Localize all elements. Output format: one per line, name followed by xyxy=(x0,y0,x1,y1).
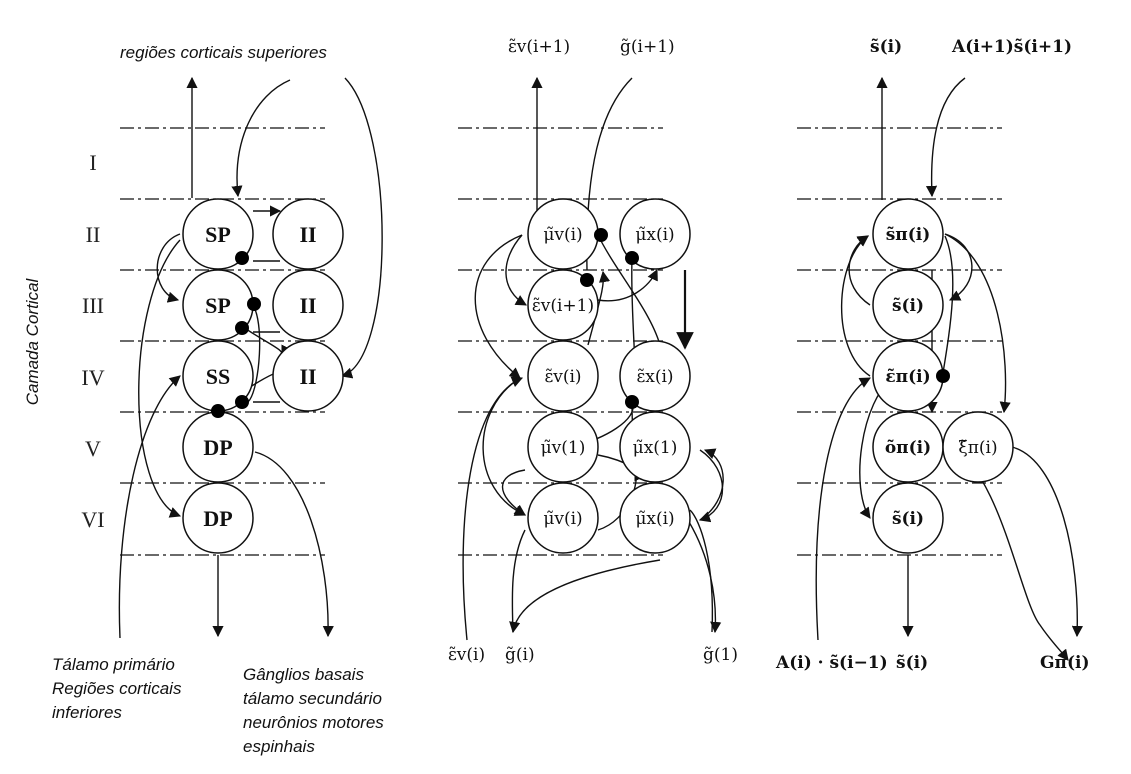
right-panel-nodes xyxy=(872,198,1014,554)
bottom-left-label-2: Regiões corticais xyxy=(52,679,182,698)
top-label-g-i1: g̃(i+1) xyxy=(620,37,675,57)
bottom-right-label-1: Gânglios basais xyxy=(243,665,364,684)
node-xi-pi: ξ̃π(i) xyxy=(958,438,997,458)
layer-label-5: V xyxy=(85,436,101,461)
node-s: s̃(i) xyxy=(892,296,924,316)
node-o-pi: õπ(i) xyxy=(885,438,931,458)
layer-label-3: III xyxy=(82,293,104,318)
middle-panel-inhibitory-dots xyxy=(580,228,639,409)
node-dp-layer6: DP xyxy=(203,506,232,531)
bottom-right-label-4: espinhais xyxy=(243,737,315,756)
node-ss-layer4: SS xyxy=(206,364,230,389)
bottom-label-g-pi: Gπ(i) xyxy=(1040,653,1090,673)
node-mu-v-i-bot: μ̃v(i) xyxy=(543,509,582,529)
right-panel-edges xyxy=(815,76,1083,661)
middle-panel-nodes xyxy=(527,198,691,554)
left-panel-nodes xyxy=(182,198,344,554)
layer-label-2: II xyxy=(86,222,101,247)
node-ii-layer4: II xyxy=(299,364,316,389)
bottom-left-label-3: inferiores xyxy=(52,703,122,722)
node-mu-x-i-bot: μ̃x(i) xyxy=(635,509,674,529)
layer-label-4: IV xyxy=(81,365,104,390)
layer-label-6: VI xyxy=(81,507,104,532)
layer-label-1: I xyxy=(89,150,96,175)
node-mu-v-i-top: μ̃v(i) xyxy=(543,225,582,245)
left-panel-edges xyxy=(118,76,383,639)
node-eps-pi: ε̃π(i) xyxy=(885,367,930,387)
node-s-bot: s̃(i) xyxy=(892,509,924,529)
top-label-s-i: s̃(i) xyxy=(870,37,902,57)
bottom-label-g-i: g̃(i) xyxy=(505,645,535,665)
node-eps-v-i: ε̃v(i) xyxy=(544,367,581,387)
bottom-right-label-2: tálamo secundário xyxy=(243,689,382,708)
left-panel-inhibitory-dots xyxy=(211,251,261,418)
top-label-eps-v-i1: ε̃v(i+1) xyxy=(508,37,570,57)
bottom-label-eps-v-i: ε̃v(i) xyxy=(448,645,485,665)
axis-label-cortical-layer: Camada Cortical xyxy=(23,277,42,405)
bottom-left-label-1: Tálamo primário xyxy=(52,655,175,674)
node-sp-layer2: SP xyxy=(205,222,231,247)
right-panel-inhibitory-dots xyxy=(936,369,950,383)
bottom-label-a-s-im1: A(i) · s̃(i−1) xyxy=(775,653,888,673)
node-ii-layer2: II xyxy=(299,222,316,247)
bottom-label-s-i: s̃(i) xyxy=(896,653,928,673)
top-label-higher-cortex: regiões corticais superiores xyxy=(120,43,327,62)
node-eps-v-i1: ε̃v(i+1) xyxy=(532,296,594,316)
node-s-pi: s̃π(i) xyxy=(886,225,931,245)
node-mu-x-1: μ̃x(1) xyxy=(633,438,678,458)
bottom-right-label-3: neurônios motores xyxy=(243,713,384,732)
top-label-a-s-i1: A(i+1)s̃(i+1) xyxy=(951,37,1072,57)
node-mu-x-i-top: μ̃x(i) xyxy=(635,225,674,245)
node-ii-layer3: II xyxy=(299,293,316,318)
node-eps-x-i: ε̃x(i) xyxy=(636,367,673,387)
bottom-label-g-1: g̃(1) xyxy=(703,645,738,665)
node-mu-v-1: μ̃v(1) xyxy=(541,438,586,458)
node-dp-layer5: DP xyxy=(203,435,232,460)
node-sp-layer3: SP xyxy=(205,293,231,318)
